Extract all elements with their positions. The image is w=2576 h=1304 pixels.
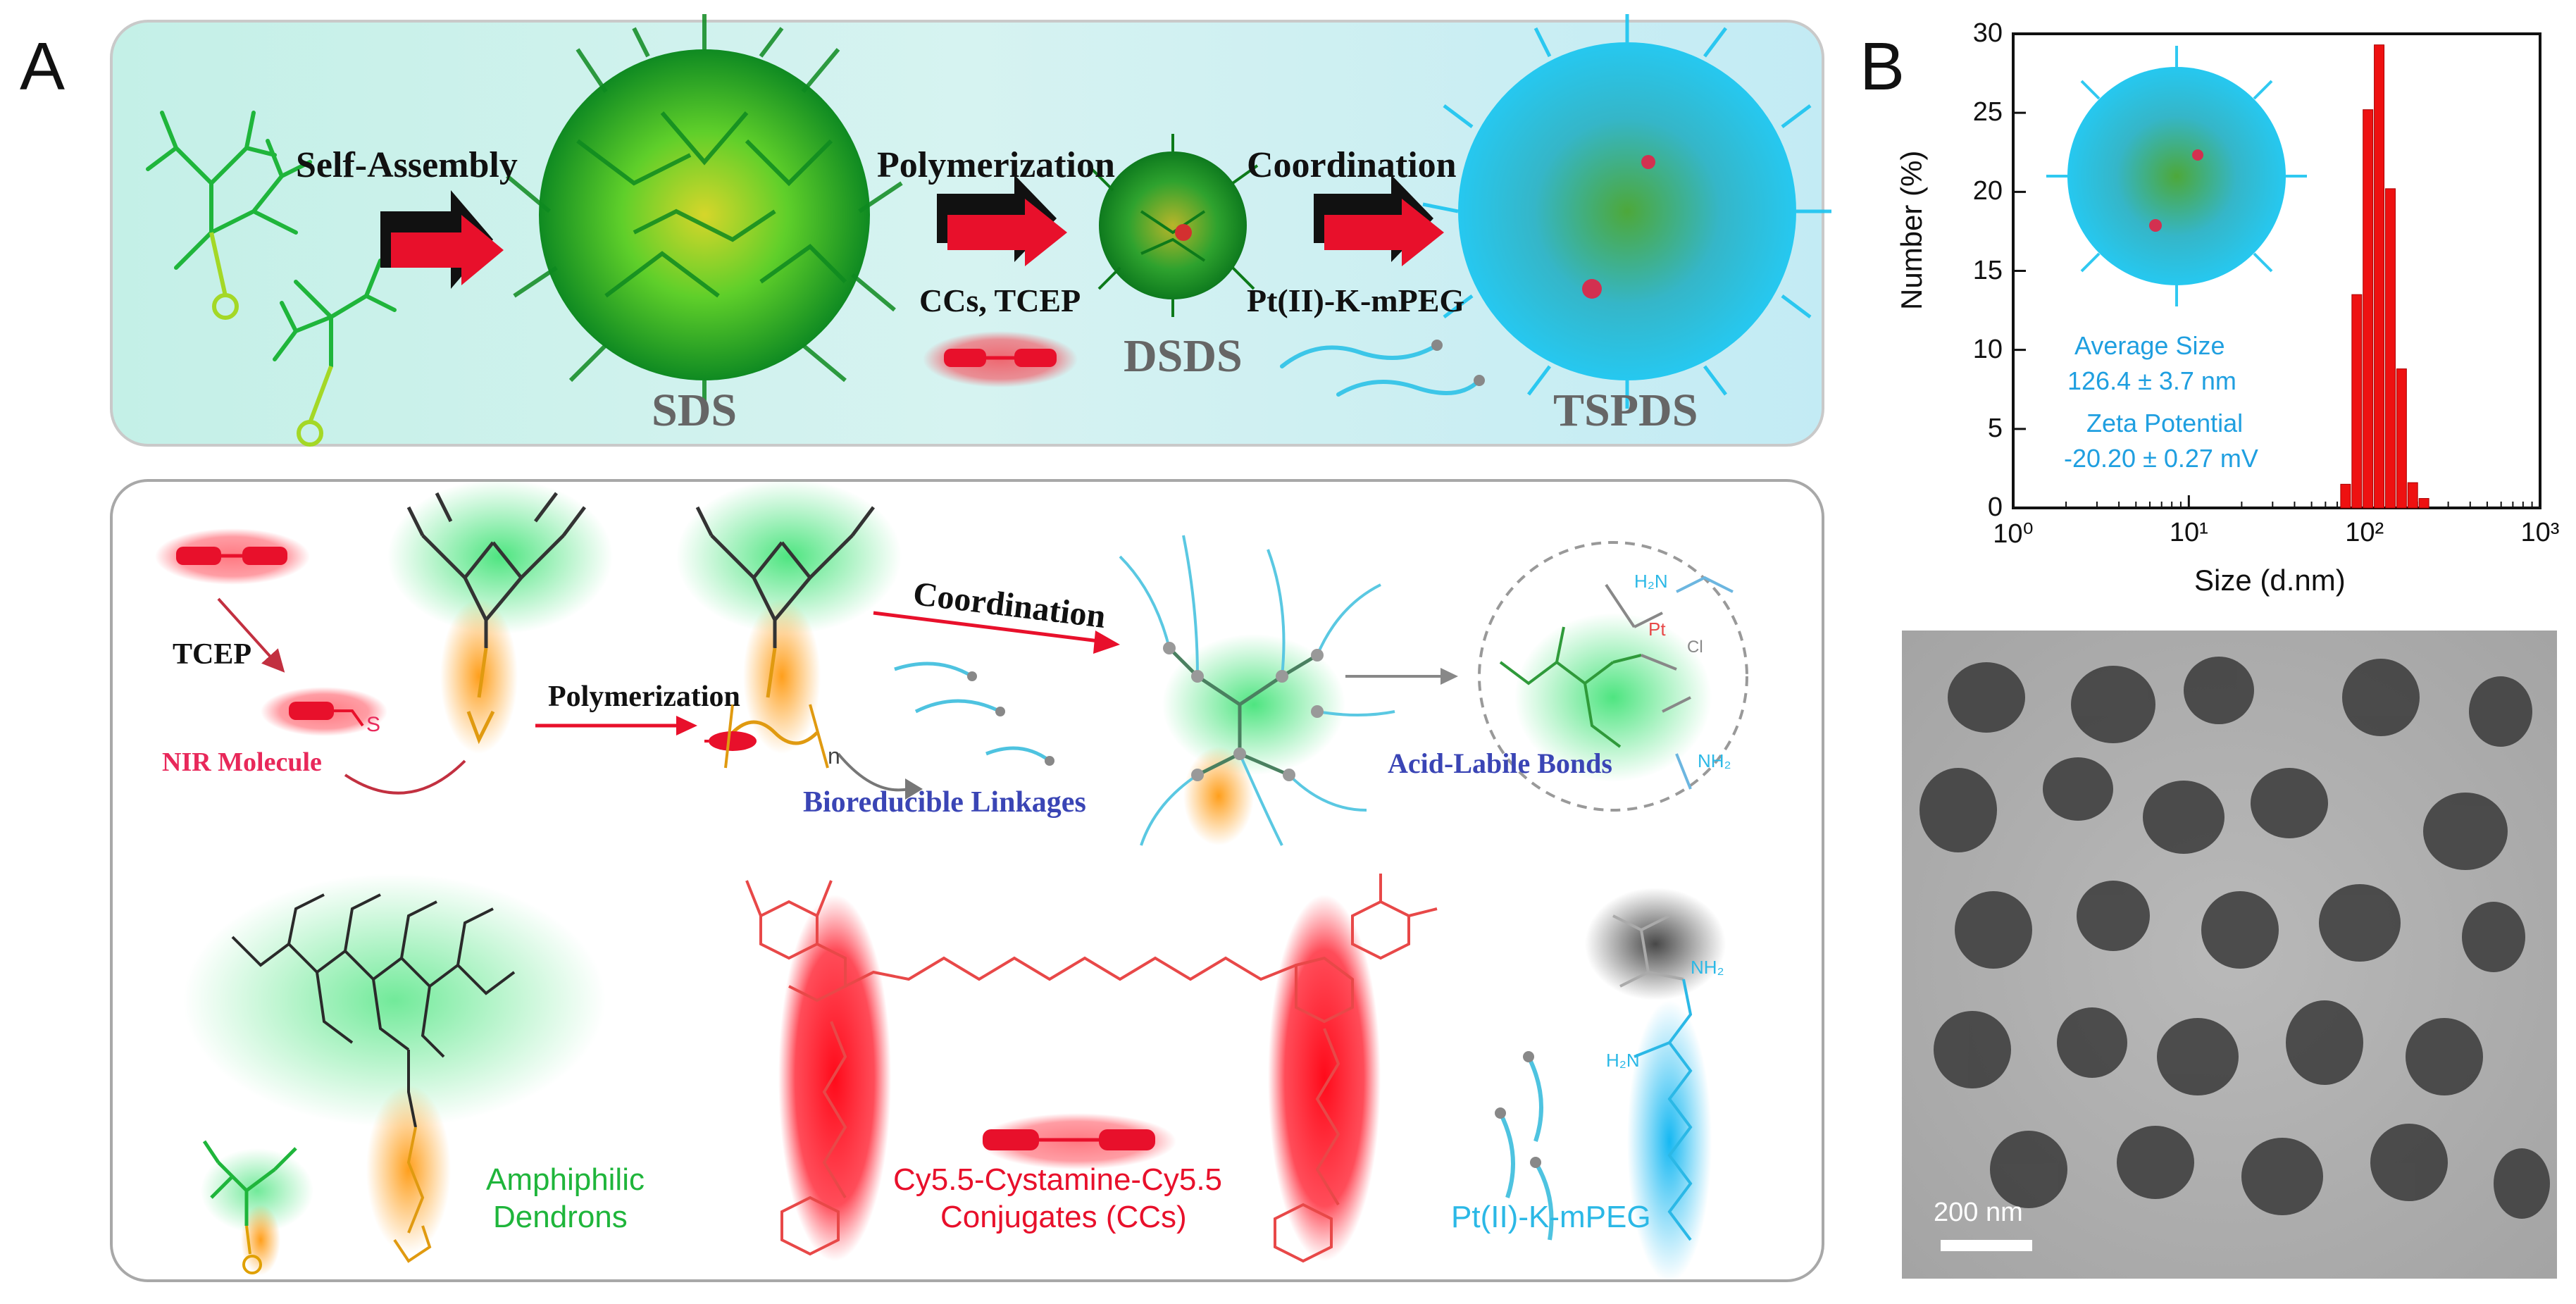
zeta-potential-label: Zeta Potential (2086, 409, 2244, 437)
zoom-pt-label: Pt (1648, 619, 1666, 640)
dls-ylabel: Number (%) (1895, 150, 1928, 310)
step-polymerization-label: Polymerization (877, 145, 1115, 185)
dls-bar (2363, 109, 2374, 509)
tspds-particle (1422, 14, 1831, 409)
dendrons-label-line1: Amphiphilic (486, 1162, 645, 1197)
dendrons-label-line2: Dendrons (493, 1200, 628, 1234)
tcep-label: TCEP (173, 638, 252, 671)
dendron-structure (183, 874, 606, 1275)
dls-bar (2396, 368, 2407, 509)
step-self-assembly-label: Self-Assembly (296, 145, 518, 185)
repeat-n-label: n (828, 743, 840, 769)
step-coordination-label: Coordination (1247, 145, 1457, 185)
cy55-conjugate (745, 874, 1438, 1263)
average-size-value: 126.4 ± 3.7 nm (2067, 366, 2236, 395)
tem-scalebar-label: 200 nm (1934, 1198, 2023, 1227)
nir-molecule-label: NIR Molecule (162, 747, 322, 777)
acid-labile-zoom (1478, 541, 1748, 812)
dls-ytick-label: 15 (1972, 255, 2003, 285)
ptpeg-label: Pt(II)-K-mPEG (1451, 1200, 1651, 1234)
pt-peg-structure (1495, 888, 1726, 1282)
dendron-glow-1 (387, 479, 613, 754)
dls-bar (2407, 482, 2418, 509)
cc-label-line2: Conjugates (CCs) (940, 1200, 1187, 1234)
zoom-nh2-bottom: NH₂ (1698, 750, 1731, 771)
coordinated-dendron (1119, 535, 1395, 846)
dls-xtick-label: 10⁰ (1993, 519, 2034, 549)
dls-xtick-label: 10¹ (2169, 518, 2208, 547)
dls-inset-particle (2046, 46, 2307, 306)
panel-label-a: A (20, 29, 66, 104)
acid-labile-label: Acid-Labile Bonds (1388, 747, 1612, 779)
bioreducible-label: Bioreducible Linkages (803, 786, 1086, 819)
sds-particle (506, 14, 903, 416)
zoom-cl-label: Cl (1687, 638, 1703, 657)
nir-dimer (155, 528, 310, 585)
cc-label-line1: Cy5.5-Cystamine-Cy5.5 (893, 1162, 1223, 1197)
dls-ytick-label: 20 (1972, 176, 2003, 206)
nir-monomer (261, 687, 387, 736)
polymerization-label: Polymerization (548, 681, 740, 713)
arrow-polymerization (937, 175, 1067, 266)
product-sds: SDS (652, 385, 738, 436)
ptpeg-h2n-label: H₂N (1606, 1050, 1640, 1071)
panel-label-b: B (1860, 29, 1905, 104)
dls-bar (2418, 498, 2429, 509)
dls-bar (2340, 483, 2351, 509)
reagent-polymerization: CCs, TCEP (919, 282, 1081, 318)
sulfur-label: S (366, 713, 381, 736)
dls-xtick-label: 10² (2345, 518, 2384, 547)
dls-ytick-label: 5 (1987, 413, 2003, 443)
dls-xtick-label: 10³ (2520, 518, 2560, 547)
zoom-nh2-top: H₂N (1634, 571, 1668, 592)
dls-bars (2340, 44, 2429, 509)
zeta-potential-value: -20.20 ± 0.27 mV (2064, 444, 2258, 473)
cc-molecule-top (923, 331, 1078, 387)
dls-ytick-label: 30 (1972, 18, 2003, 48)
arrow-coordination (1314, 175, 1444, 266)
ptpeg-nh2-label: NH₂ (1691, 957, 1724, 978)
average-size-label: Average Size (2074, 331, 2225, 360)
dls-ytick-label: 0 (1987, 492, 2003, 522)
dendron-glow-2 (676, 479, 923, 800)
dls-bar (2374, 44, 2385, 509)
dls-bar (2351, 294, 2363, 509)
dls-ytick-label: 10 (1972, 334, 2003, 364)
dls-bar (2385, 188, 2396, 509)
dls-ytick-label: 25 (1972, 97, 2003, 128)
peg-chains-top (1280, 340, 1485, 397)
product-dsds: DSDS (1124, 330, 1243, 382)
arrow-self-assembly (380, 190, 504, 289)
dsds-particle (1090, 134, 1259, 317)
tem-image (1902, 631, 2557, 1279)
product-tspds: TSPDS (1553, 385, 1698, 436)
dls-xlabel: Size (d.nm) (2194, 564, 2346, 597)
reagent-coordination: Pt(II)-K-mPEG (1247, 282, 1465, 318)
